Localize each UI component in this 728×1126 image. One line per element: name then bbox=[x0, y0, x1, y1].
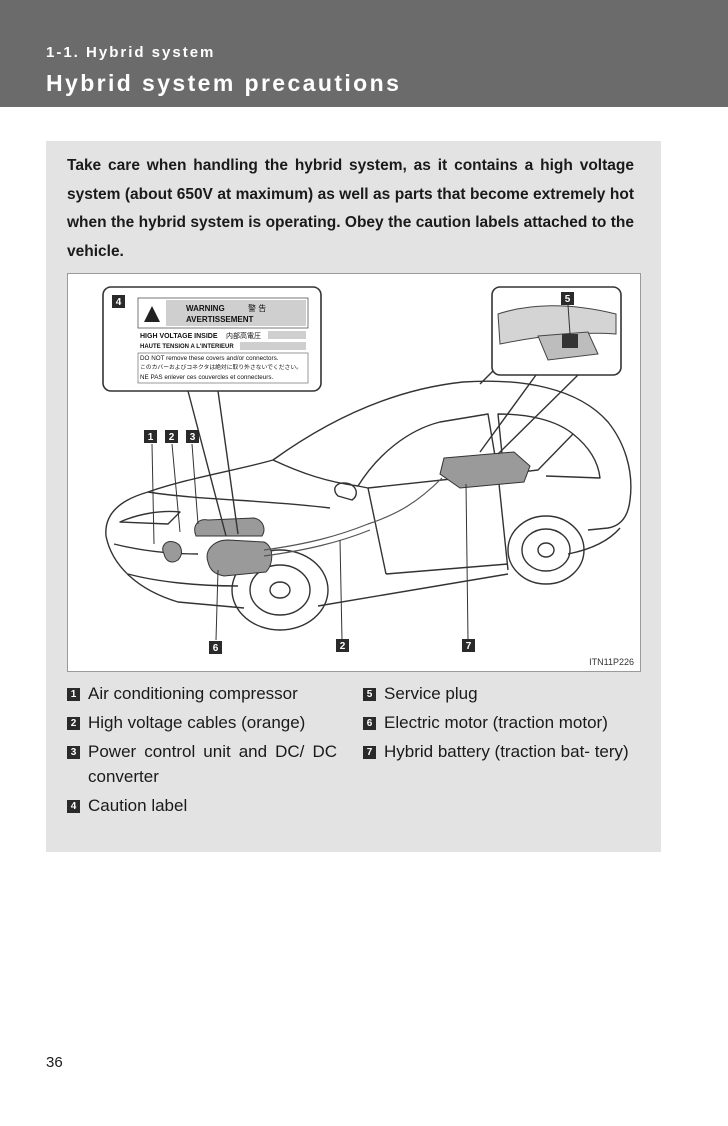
callout-2-bottom: 2 bbox=[336, 639, 349, 652]
label-line-jp: このカバーおよびコネクタは絶対に取り外さないでください。 bbox=[140, 363, 302, 371]
label-line-fr: NE PAS enlever ces couvercles et connect… bbox=[140, 374, 273, 381]
svg-text:3: 3 bbox=[190, 432, 196, 443]
legend-text: Power control unit and DC/ DC converter bbox=[88, 742, 337, 786]
legend-item: 6 Electric motor (traction motor) bbox=[363, 710, 633, 735]
intro-text: Take care when handling the hybrid syste… bbox=[67, 157, 634, 260]
svg-text:6: 6 bbox=[213, 643, 219, 654]
page-title: Hybrid system precautions bbox=[46, 70, 402, 96]
label-warning-jp: 警 告 bbox=[248, 303, 266, 313]
callout-1: 1 bbox=[144, 430, 157, 443]
label-high-voltage-jp: 内部高電圧 bbox=[226, 331, 261, 340]
caution-label-inset: WARNING 警 告 AVERTISSEMENT HIGH VOLTAGE I… bbox=[102, 286, 322, 537]
legend-item: 3 Power control unit and DC/ DC converte… bbox=[67, 739, 337, 789]
label-high-voltage: HIGH VOLTAGE INSIDE bbox=[140, 333, 218, 340]
legend-number: 3 bbox=[67, 746, 80, 759]
legend-number: 2 bbox=[67, 717, 80, 730]
callout-7: 7 bbox=[462, 639, 475, 652]
callout-4: 4 bbox=[112, 295, 125, 308]
callout-3: 3 bbox=[186, 430, 199, 443]
label-haute-tension: HAUTE TENSION A L'INTERIEUR bbox=[140, 344, 234, 350]
legend-number: 7 bbox=[363, 746, 376, 759]
label-avertissement: AVERTISSEMENT bbox=[186, 315, 254, 324]
legend-text: Service plug bbox=[384, 684, 478, 703]
callout-5: 5 bbox=[561, 292, 574, 305]
legend-text: Caution label bbox=[88, 796, 188, 815]
legend-item: 2 High voltage cables (orange) bbox=[67, 710, 337, 735]
callout-2-top: 2 bbox=[165, 430, 178, 443]
label-warning: WARNING bbox=[186, 304, 225, 313]
legend-left: 1 Air conditioning compressor 2 High vol… bbox=[67, 681, 337, 822]
service-plug-inset bbox=[479, 286, 622, 455]
car-diagram: WARNING 警 告 AVERTISSEMENT HIGH VOLTAGE I… bbox=[102, 286, 632, 654]
page-header: 1-1. Hybrid system Hybrid system precaut… bbox=[0, 0, 728, 107]
legend-item: 5 Service plug bbox=[363, 681, 633, 706]
legend-number: 5 bbox=[363, 688, 376, 701]
hybrid-system-figure: WARNING 警 告 AVERTISSEMENT HIGH VOLTAGE I… bbox=[67, 273, 641, 672]
section-label: 1-1. Hybrid system bbox=[46, 44, 216, 61]
callout-6: 6 bbox=[209, 641, 222, 654]
legend-text: Electric motor (traction motor) bbox=[384, 713, 608, 732]
svg-text:4: 4 bbox=[116, 297, 122, 308]
figure-code: ITN11P226 bbox=[589, 657, 634, 667]
label-line-en: DO NOT remove these covers and/or connec… bbox=[140, 355, 279, 362]
svg-text:5: 5 bbox=[565, 294, 571, 305]
legend-item: 7 Hybrid battery (traction bat- tery) bbox=[363, 739, 633, 764]
legend-text: Hybrid battery (traction bat- tery) bbox=[384, 742, 629, 761]
legend-right: 5 Service plug 6 Electric motor (tractio… bbox=[363, 681, 633, 768]
legend-text: Air conditioning compressor bbox=[88, 684, 298, 703]
legend-number: 4 bbox=[67, 800, 80, 813]
page-number: 36 bbox=[46, 1054, 63, 1071]
legend-number: 6 bbox=[363, 717, 376, 730]
legend-text: High voltage cables (orange) bbox=[88, 713, 306, 732]
svg-text:2: 2 bbox=[169, 432, 175, 443]
svg-text:2: 2 bbox=[340, 641, 346, 652]
content-panel: Take care when handling the hybrid syste… bbox=[46, 141, 661, 852]
legend-item: 1 Air conditioning compressor bbox=[67, 681, 337, 706]
legend-number: 1 bbox=[67, 688, 80, 701]
svg-text:7: 7 bbox=[466, 641, 472, 652]
legend-item: 4 Caution label bbox=[67, 793, 337, 818]
svg-text:1: 1 bbox=[148, 432, 154, 443]
